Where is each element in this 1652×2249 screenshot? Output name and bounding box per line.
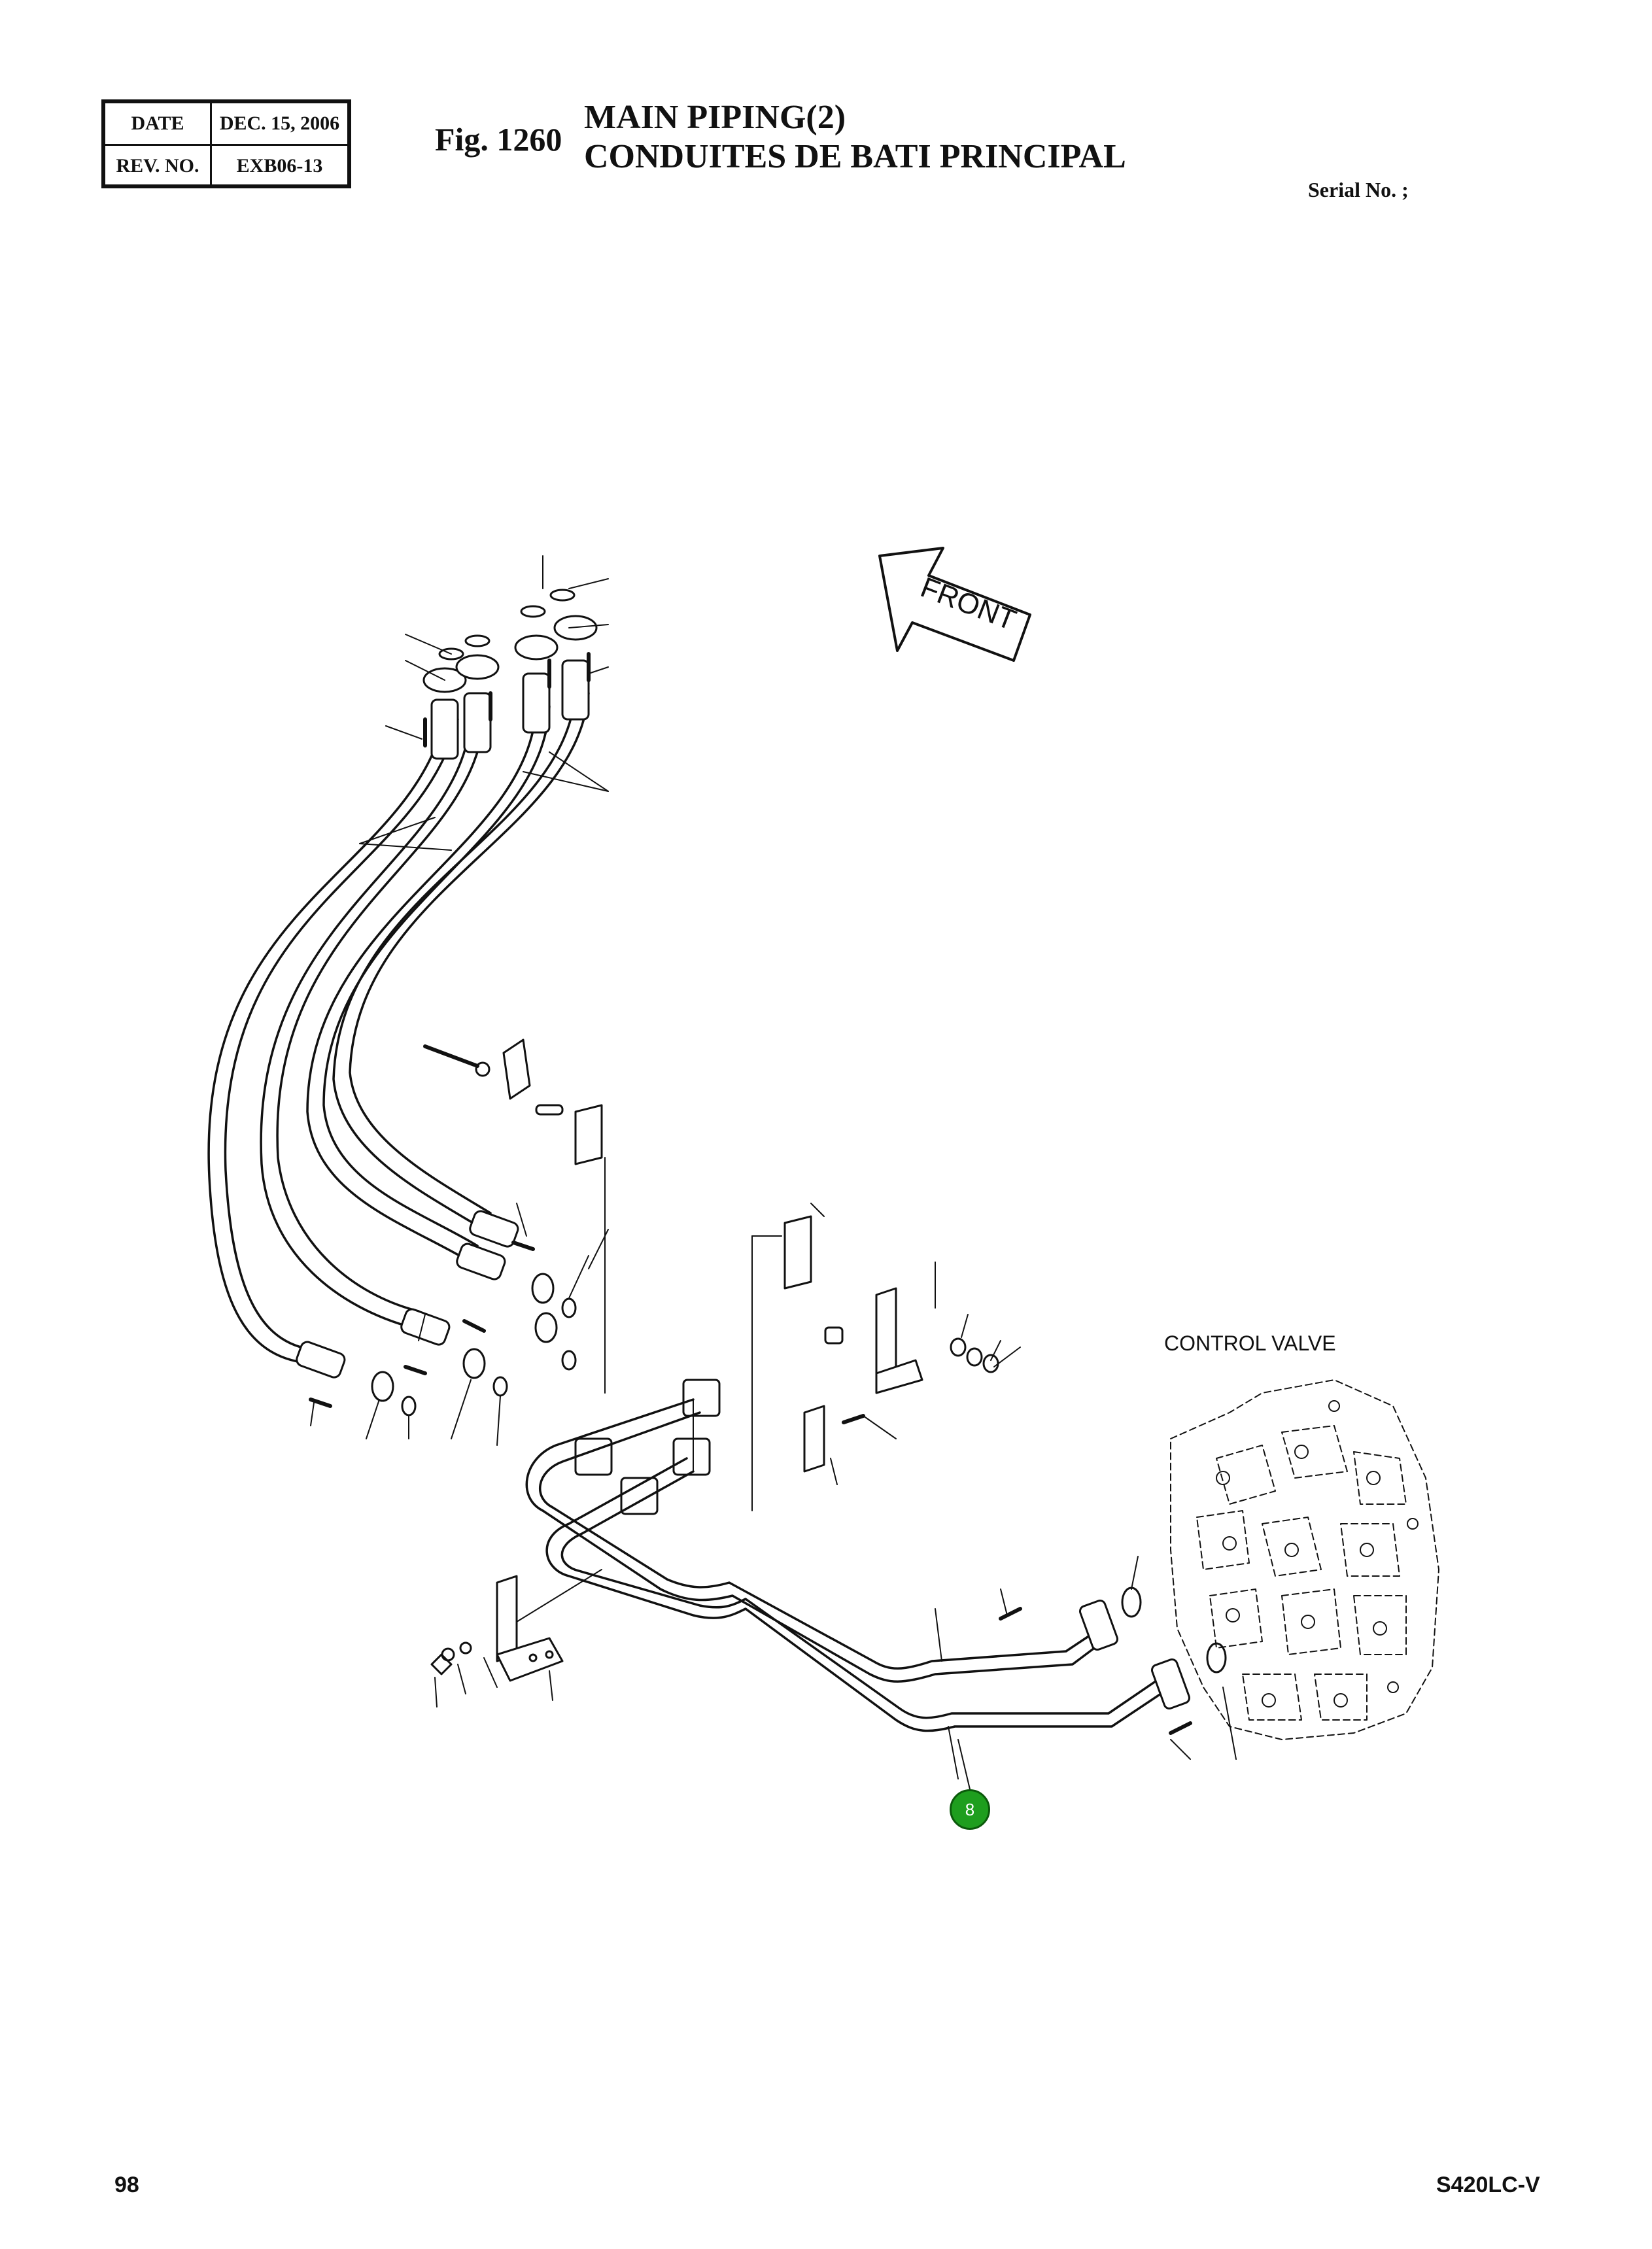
date-row: DATE DEC. 15, 2006 [105, 103, 347, 146]
hose-4-outer [349, 692, 590, 1214]
hose-3-outer [322, 705, 551, 1247]
part-callout-8[interactable]: 8 [950, 1789, 990, 1830]
lower-leader-lines [310, 1203, 609, 1446]
front-direction-arrow: FRONT [878, 547, 1031, 662]
hose-2 [260, 718, 472, 1329]
long-bolt [423, 1044, 479, 1068]
control-valve-outline [1170, 1379, 1439, 1740]
date-label: DATE [105, 103, 212, 144]
machine-model: S420LC-V [1436, 2172, 1540, 2197]
fitting-2 [463, 692, 492, 753]
clamp-block [574, 1104, 603, 1165]
left-floor-bracket [430, 1569, 602, 1708]
hose-1 [207, 718, 446, 1365]
clamp-plate [502, 1039, 531, 1100]
serial-number-label: Serial No. ; [1308, 178, 1409, 201]
figure-title-english: MAIN PIPING(2) [584, 99, 846, 136]
flange-clamp-3 [514, 634, 559, 661]
hose-4 [332, 692, 577, 1231]
right-bracket-group [751, 1203, 1021, 1511]
control-valve-ports [1216, 1400, 1419, 1708]
date-value: DEC. 15, 2006 [219, 112, 340, 134]
hose-1-outer [224, 718, 459, 1352]
callout-8-leader [957, 1739, 971, 1790]
control-valve-label: CONTROL VALVE [1164, 1331, 1336, 1355]
hose-3 [306, 705, 538, 1263]
o-ring-2 [464, 634, 490, 647]
hose-bundle [207, 692, 590, 1365]
fitting-1 [430, 698, 459, 760]
lower-hose-fittings [296, 1210, 577, 1416]
revision-label: REV. NO. [105, 146, 212, 186]
spacer [535, 1104, 564, 1116]
hose-2-outer [276, 718, 485, 1313]
upper-leader-lines [359, 555, 609, 851]
o-ring-3 [520, 605, 546, 618]
flange-clamp-2 [455, 654, 500, 680]
revision-table: DATE DEC. 15, 2006 REV. NO. EXB06-13 [101, 99, 351, 188]
o-ring-1 [438, 647, 464, 661]
clamp-half-upper [783, 1215, 812, 1290]
figure-title-french: CONDUITES DE BATI PRINCIPAL [584, 138, 1126, 175]
fitting-4 [561, 659, 590, 721]
washer [475, 1061, 490, 1077]
revision-row: REV. NO. EXB06-13 [105, 146, 347, 186]
pipe-end-flanges [935, 1556, 1237, 1779]
page-number: 98 [114, 2172, 139, 2197]
cap-screw [824, 1326, 844, 1345]
o-ring-4 [549, 589, 576, 602]
fitting-3 [522, 672, 551, 734]
figure-number: Fig. 1260 [435, 121, 562, 158]
upper-hose-fittings [422, 589, 598, 760]
main-steel-pipes [525, 1398, 1172, 1732]
clamp-half-lower [803, 1405, 825, 1473]
middle-clamp-assembly [423, 1039, 606, 1394]
revision-value: EXB06-13 [236, 155, 323, 177]
pipe-clamp-blocks [574, 1379, 721, 1515]
